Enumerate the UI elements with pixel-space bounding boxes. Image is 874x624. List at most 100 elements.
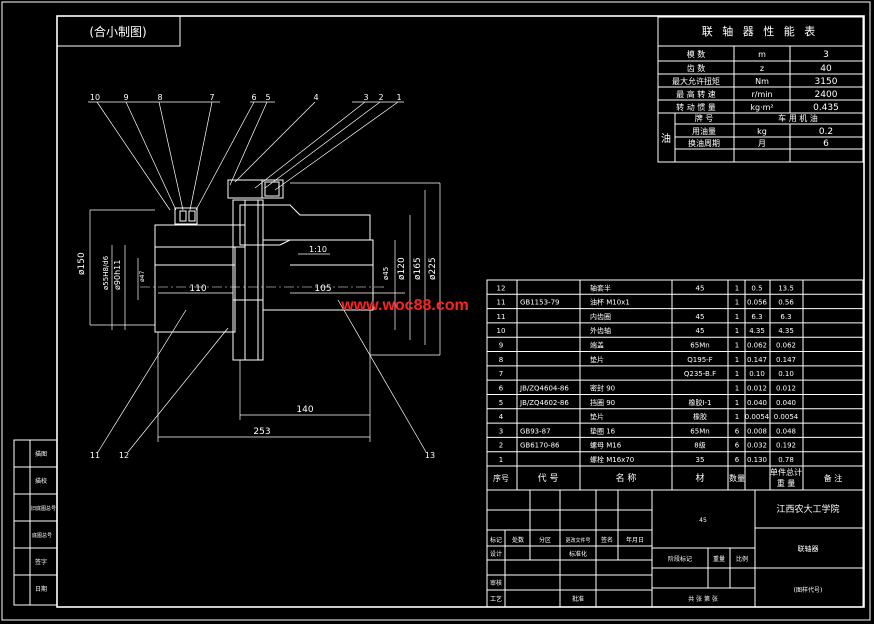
tb-weight: 重量 — [713, 555, 725, 563]
bom-cell-qty: 1 — [735, 313, 739, 321]
part-7: 7 — [209, 93, 214, 102]
bom-cell-name: 垫片 — [590, 412, 604, 421]
dim-slope: 1:10 — [309, 245, 327, 254]
tb-drawing-name: 联轴器 — [798, 544, 819, 553]
bolt — [227, 179, 284, 199]
part-4: 4 — [313, 93, 318, 102]
perf-row-1-value: 40 — [820, 64, 832, 74]
bom-cell-total_w: 0.192 — [776, 442, 796, 450]
bom-cell-name: 轴套半 — [590, 283, 611, 292]
bom-cell-name: 内齿圈 — [590, 312, 611, 321]
bom-cell-no: 8 — [499, 356, 503, 364]
bom-h-no: 序号 — [493, 473, 509, 483]
tb-school: 江西农大工学院 — [776, 503, 839, 515]
left-strip-2: 旧底图总号 — [31, 505, 56, 512]
bom-cell-qty: 1 — [735, 284, 739, 292]
bom-h-code: 代 号 — [538, 473, 559, 484]
part-9: 9 — [123, 93, 128, 102]
bom-cell-qty: 6 — [735, 456, 740, 464]
part-12: 12 — [119, 451, 129, 460]
bom-cell-unit_w: 0.147 — [747, 356, 767, 364]
coupling-section-view: ø150 ø55H8/d6 ø90h11 ø47 110 105 ø45 ø12… — [77, 101, 441, 453]
bom-cell-unit_w: 0.056 — [747, 299, 768, 307]
tb-drawing-no: (图样代号) — [794, 586, 823, 594]
tb-sign: 签名 — [601, 536, 613, 544]
bom-cell-name: 密封 90 — [590, 383, 615, 392]
perf-row-3-unit: r/min — [751, 90, 772, 99]
bom-cell-material: 45 — [696, 313, 705, 321]
bom-cell-total_w: 0.062 — [776, 342, 796, 350]
part-3: 3 — [363, 93, 368, 102]
oil-row-2-unit: 月 — [758, 139, 766, 148]
perf-row-4-name: 转 动 惯 量 — [676, 102, 716, 112]
left-strip-4: 签字 — [35, 558, 47, 566]
bom-cell-no: 10 — [497, 327, 506, 335]
tb-zone: 分区 — [539, 536, 551, 544]
perf-row-3-value: 2400 — [815, 90, 838, 100]
bom-cell-total_w: 6.3 — [780, 313, 791, 321]
bom-cell-no: 11 — [497, 299, 506, 307]
perf-row-1-name: 齿 数 — [687, 63, 706, 73]
bom-cell-material: 35 — [696, 456, 705, 464]
bom-cell-name: 垫圈 16 — [590, 426, 616, 435]
bom-cell-total_w: 0.048 — [776, 427, 796, 435]
flange-inner — [244, 199, 259, 361]
left-shaft — [154, 246, 236, 333]
bom-cell-material: 8级 — [694, 441, 705, 450]
dim-d55: ø55H8/d6 — [102, 255, 110, 290]
bom-cell-no: 7 — [499, 370, 503, 378]
bom-h-name: 名 称 — [616, 472, 637, 484]
left-strip: 描图 描校 旧底图总号 底图总号 签字 日期 — [13, 439, 58, 606]
bom-cell-unit_w: 0.0054 — [745, 413, 770, 421]
bom-cell-material: 橡胶 — [693, 412, 707, 421]
dim-d90: ø90h11 — [113, 260, 122, 290]
bom-cell-no: 3 — [499, 427, 503, 435]
dim-110: 110 — [189, 284, 206, 294]
bom-cell-total_w: 0.78 — [778, 456, 794, 464]
tb-review: 审核 — [490, 579, 502, 587]
part-1: 1 — [396, 93, 401, 102]
dim-d120: ø120 — [397, 257, 407, 280]
bom-cell-no: 2 — [499, 442, 503, 450]
tb-ratio: 比例 — [736, 555, 748, 563]
oil-row-2-name: 换油周期 — [688, 138, 720, 148]
oil-row-0-value: 车 用 机 油 — [778, 113, 818, 123]
tb-mark: 标记 — [490, 536, 502, 544]
perf-row-0-name: 模 数 — [687, 49, 706, 59]
right-shaft — [262, 239, 374, 311]
part-2: 2 — [378, 93, 383, 102]
bom-cell-total_w: 0.012 — [776, 384, 796, 392]
dim-d45: ø45 — [382, 267, 390, 280]
perf-title: 联 轴 器 性 能 表 — [702, 24, 818, 38]
bom-cell-material: 橡胶I-1 — [688, 398, 711, 407]
bom-cell-name: 端盖 — [590, 341, 604, 350]
oil-row-1-name: 用油量 — [692, 126, 716, 136]
tb-design: 设计 — [490, 550, 502, 558]
bom-cell-unit_w: 0.062 — [747, 342, 767, 350]
tb-change-doc: 更改文件号 — [565, 537, 590, 544]
tb-approve: 批准 — [572, 595, 584, 603]
bom-cell-name: 螺栓 M16x70 — [590, 455, 634, 464]
part-5: 5 — [265, 93, 270, 102]
bom-cell-qty: 6 — [735, 442, 740, 450]
oil-row-2-value: 6 — [823, 139, 829, 149]
watermark: www.woc88.com — [340, 297, 468, 314]
bom-cell-code: JB/ZQ4602-86 — [519, 399, 569, 407]
perf-row-0-value: 3 — [823, 50, 829, 60]
bom-h-qty: 数量 — [729, 473, 745, 483]
bom-cell-qty: 6 — [735, 427, 740, 435]
bom-h-weight: 单件总计 — [770, 467, 802, 477]
tb-center-mark: 45 — [699, 517, 707, 524]
dim-d150: ø150 — [77, 252, 87, 275]
dim-253: 253 — [253, 427, 270, 437]
bom-h-note: 备 注 — [824, 473, 843, 483]
part-6: 6 — [251, 93, 256, 102]
bom-cell-total_w: 0.56 — [778, 299, 794, 307]
bom-cell-code: GB6170-86 — [520, 442, 560, 450]
oil-row-1-value: 0.2 — [819, 127, 833, 137]
oil-row-1-unit: kg — [757, 127, 767, 136]
seal-ring — [174, 207, 198, 225]
